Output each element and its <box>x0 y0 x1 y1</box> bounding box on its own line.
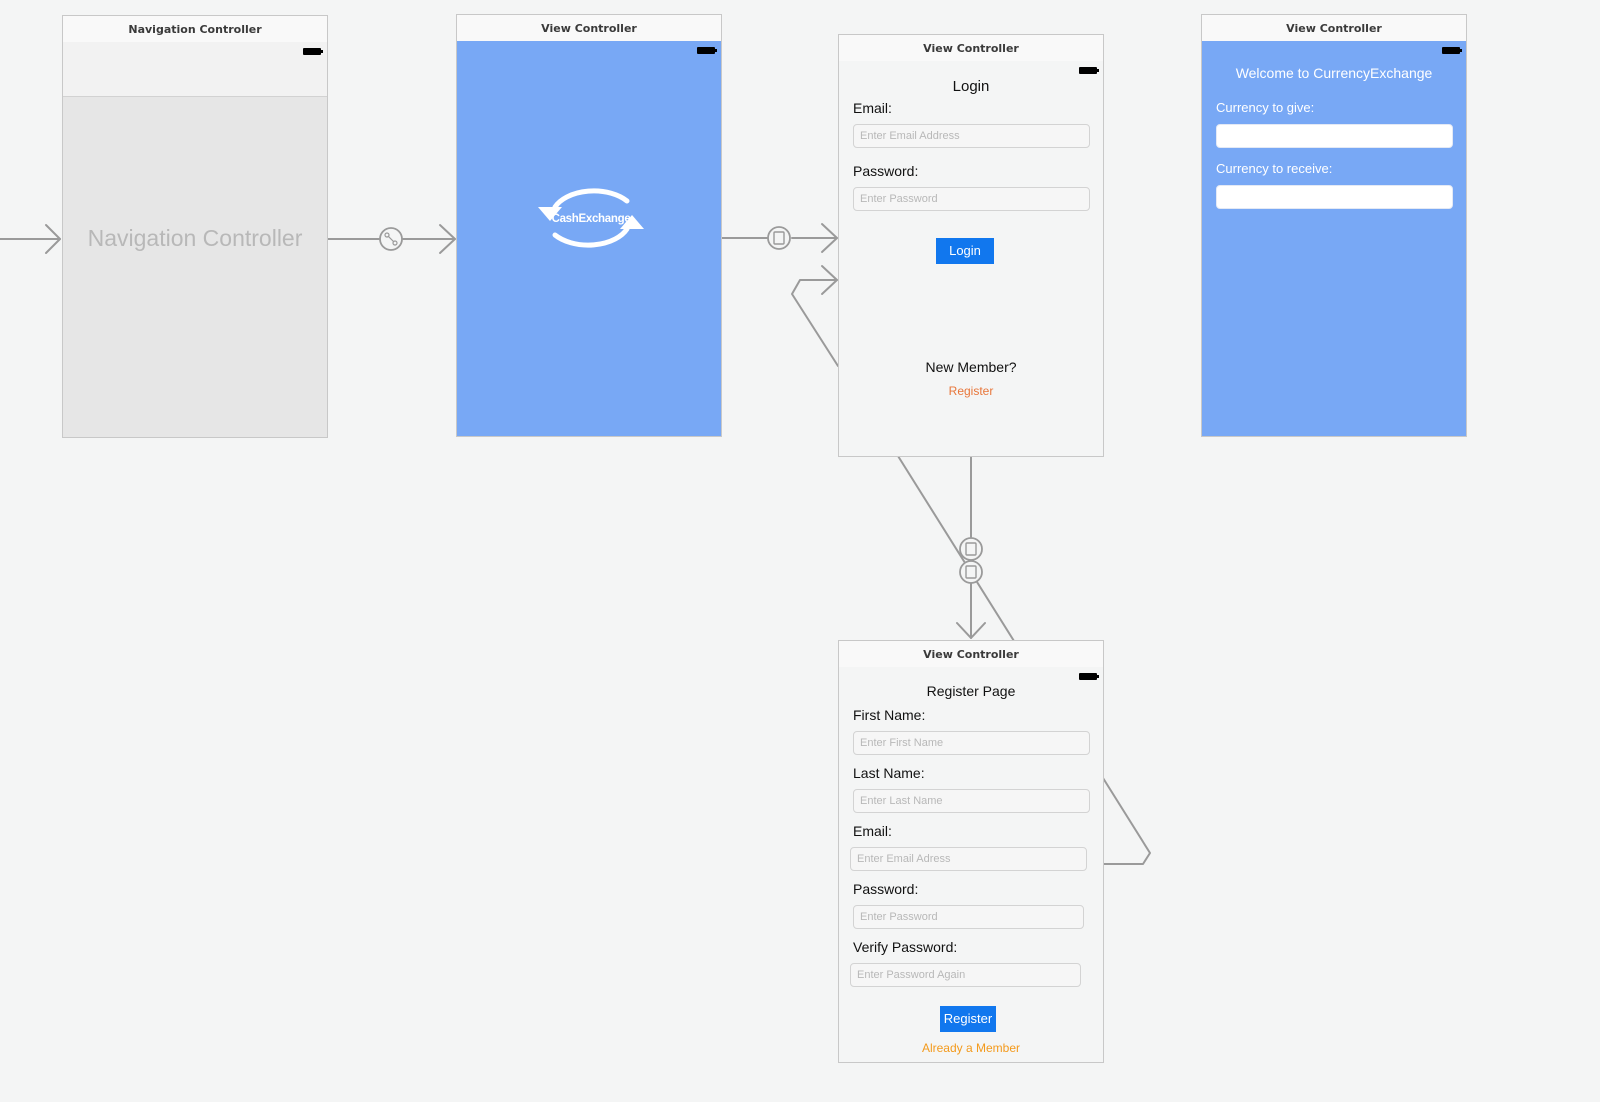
logo-text: CashExchange <box>552 213 631 225</box>
email-field[interactable]: Enter Email Adress <box>850 847 1087 871</box>
register-heading: Register Page <box>926 683 1016 699</box>
login-heading: Login <box>952 78 990 95</box>
currency-screen: Welcome to CurrencyExchange Currency to … <box>1202 41 1466 436</box>
login-view-controller-scene[interactable]: View Controller Login Email: Enter Email… <box>838 34 1104 457</box>
new-member-text: New Member? <box>925 359 1017 375</box>
show-segue-icon[interactable] <box>959 537 983 561</box>
currency-give-label: Currency to give: <box>1216 100 1315 115</box>
login-button[interactable]: Login <box>936 238 994 264</box>
segue-nav-to-splash[interactable] <box>326 224 456 254</box>
last-name-field[interactable]: Enter Last Name <box>853 789 1090 813</box>
currency-view-controller-scene[interactable]: View Controller Welcome to CurrencyExcha… <box>1201 14 1467 437</box>
register-screen: Register Page First Name: Enter First Na… <box>839 667 1103 1062</box>
navigation-controller-scene[interactable]: Navigation Controller Navigation Control… <box>62 15 328 438</box>
battery-icon <box>1442 47 1462 54</box>
first-name-label: First Name: <box>853 707 926 723</box>
battery-icon <box>303 48 323 55</box>
battery-icon <box>1079 673 1099 680</box>
last-name-label: Last Name: <box>853 765 925 781</box>
email-label: Email: <box>853 100 892 116</box>
password-field[interactable]: Enter Password <box>853 905 1084 929</box>
segue-register-to-login[interactable] <box>791 265 1151 865</box>
email-label: Email: <box>853 823 892 839</box>
email-field[interactable]: Enter Email Address <box>853 124 1090 148</box>
segue-login-to-register[interactable] <box>956 455 986 639</box>
battery-icon <box>1079 67 1099 74</box>
register-view-controller-scene[interactable]: View Controller Register Page First Name… <box>838 640 1104 1063</box>
navigation-bar <box>63 42 327 97</box>
scene-title[interactable]: Navigation Controller <box>63 16 327 43</box>
password-label: Password: <box>853 163 919 179</box>
show-segue-icon[interactable] <box>959 560 983 584</box>
currency-receive-field[interactable] <box>1216 185 1453 209</box>
relationship-icon[interactable] <box>379 227 403 251</box>
welcome-text: Welcome to CurrencyExchange <box>1235 65 1433 81</box>
exchange-arrows-icon: CashExchange <box>538 188 644 248</box>
scene-title[interactable]: View Controller <box>839 35 1103 62</box>
show-segue-icon[interactable] <box>767 226 791 250</box>
verify-password-field[interactable]: Enter Password Again <box>850 963 1081 987</box>
password-field[interactable]: Enter Password <box>853 187 1090 211</box>
currency-give-field[interactable] <box>1216 124 1453 148</box>
scene-title[interactable]: View Controller <box>1202 15 1466 42</box>
scene-title[interactable]: View Controller <box>839 641 1103 668</box>
navigation-controller-label: Navigation Controller <box>87 225 303 251</box>
already-member-link[interactable]: Already a Member <box>921 1041 1021 1055</box>
splash-screen: CashExchange <box>457 41 721 436</box>
scene-title[interactable]: View Controller <box>457 15 721 42</box>
register-link[interactable]: Register <box>948 384 994 398</box>
password-label: Password: <box>853 881 919 897</box>
battery-icon <box>697 47 717 54</box>
splash-view-controller-scene[interactable]: View Controller CashExchange <box>456 14 722 437</box>
segue-splash-to-login[interactable] <box>720 223 838 253</box>
register-button[interactable]: Register <box>940 1006 996 1032</box>
navigation-controller-screen: Navigation Controller <box>63 42 327 437</box>
verify-password-label: Verify Password: <box>853 939 958 955</box>
login-screen: Login Email: Enter Email Address Passwor… <box>839 61 1103 456</box>
currency-receive-label: Currency to receive: <box>1216 161 1333 176</box>
entry-point-arrow[interactable] <box>0 224 61 254</box>
first-name-field[interactable]: Enter First Name <box>853 731 1090 755</box>
